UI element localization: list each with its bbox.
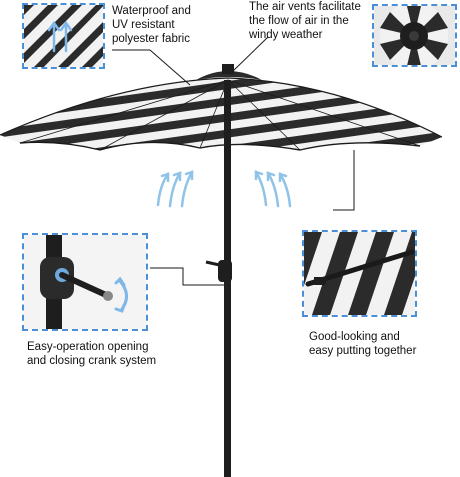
- droplet-shield-icon: [47, 20, 73, 53]
- airflow-arrows-icon: [254, 170, 292, 208]
- caption-line: The air vents facilitate: [249, 1, 361, 13]
- caption-line: polyester fabric: [112, 33, 190, 45]
- assembly-caption: Good-looking and easy putting together: [309, 330, 416, 358]
- canopy: [0, 77, 443, 151]
- caption-line: Easy-operation opening: [27, 341, 149, 353]
- caption-line: the flow of air in the: [249, 15, 349, 27]
- caption-line: easy putting together: [309, 345, 417, 357]
- caption-line: windy weather: [249, 29, 323, 41]
- fabric-caption: Waterproof and UV resistant polyester fa…: [112, 4, 191, 46]
- vent-detail-inset: [372, 4, 457, 67]
- air-vent: [196, 64, 262, 80]
- vents-caption: The air vents facilitate the flow of air…: [249, 0, 361, 42]
- caption-line: UV resistant: [112, 19, 175, 31]
- caption-line: and closing crank system: [27, 355, 157, 367]
- fabric-detail-inset: [22, 3, 105, 69]
- crank-detail-inset: [22, 233, 148, 331]
- rotate-arrow-icon: [114, 276, 128, 313]
- caption-line: Waterproof and: [112, 5, 191, 17]
- leader-lines: [112, 36, 355, 286]
- airflow-arrows-icon: [156, 170, 194, 208]
- caption-line: Good-looking and: [309, 331, 400, 343]
- crank-handle: [205, 260, 232, 282]
- crank-caption: Easy-operation opening and closing crank…: [27, 340, 156, 368]
- assembly-detail-inset: [302, 230, 417, 317]
